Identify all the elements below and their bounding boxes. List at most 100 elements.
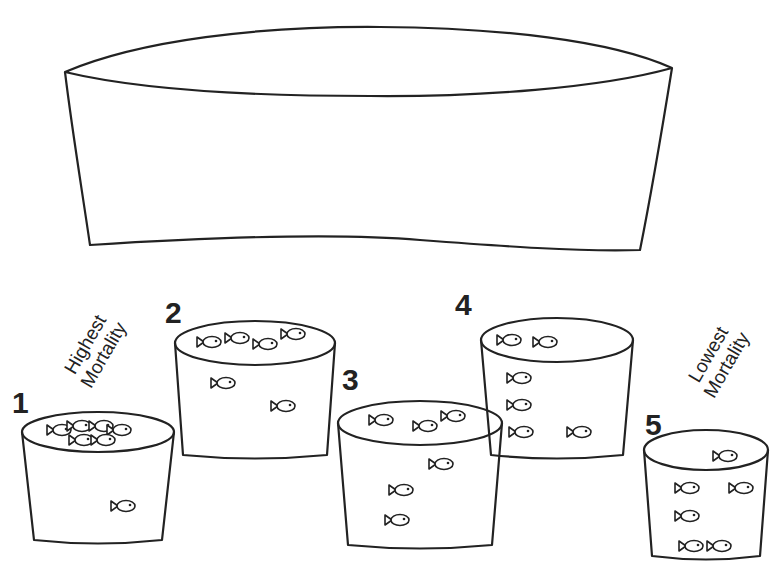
fish <box>713 451 737 462</box>
fish-body <box>419 421 437 432</box>
fish-body <box>719 451 737 462</box>
fish <box>675 483 699 494</box>
fish-body <box>97 435 115 446</box>
fish-body <box>539 337 557 348</box>
tank-rim <box>65 27 672 96</box>
fish-body <box>735 483 753 494</box>
fish-body <box>217 378 235 389</box>
fish-eye <box>515 338 518 341</box>
fish <box>567 427 591 438</box>
fish-eye <box>299 332 302 335</box>
mortality-note: Highest Mortality <box>54 300 136 401</box>
bucket-number: 5 <box>645 410 662 440</box>
fish <box>507 400 531 411</box>
bucket: 2 <box>161 294 339 463</box>
bucket-number: 4 <box>455 290 472 320</box>
fish-eye <box>551 340 554 343</box>
fish <box>507 373 531 384</box>
fish-eye <box>725 544 728 547</box>
fish <box>107 425 131 436</box>
fish <box>679 541 703 552</box>
fish-eye <box>109 438 112 441</box>
fish-body <box>117 501 135 512</box>
fish-body <box>681 511 699 522</box>
fish-eye <box>243 336 246 339</box>
fish-eye <box>387 418 390 421</box>
fish <box>91 435 115 446</box>
bucket-body <box>22 432 174 544</box>
fish-eye <box>459 414 462 417</box>
fish <box>729 483 753 494</box>
fish-eye <box>289 404 292 407</box>
tank-body <box>65 68 672 250</box>
fish <box>675 511 699 522</box>
fish <box>385 515 409 526</box>
bucket-rim <box>644 430 768 470</box>
fish-body <box>435 459 453 470</box>
fish-eye <box>87 438 90 441</box>
fish <box>441 411 465 422</box>
fish-eye <box>403 518 406 521</box>
fish-eye <box>229 381 232 384</box>
fish-eye <box>747 486 750 489</box>
bucket: 3 <box>334 361 506 553</box>
fish <box>509 427 533 438</box>
fish <box>707 541 731 552</box>
fish-body <box>375 415 393 426</box>
bucket-outline <box>451 286 637 463</box>
fish-eye <box>525 376 528 379</box>
fish-eye <box>693 514 696 517</box>
bucket: 1 <box>8 384 178 548</box>
fish-eye <box>125 428 128 431</box>
fish-eye <box>129 504 132 507</box>
fish-body <box>685 541 703 552</box>
bucket-number: 3 <box>342 365 359 395</box>
bucket-rim <box>481 318 633 362</box>
bucket-body <box>644 450 768 560</box>
bucket-body <box>481 340 633 459</box>
fish <box>413 421 437 432</box>
fish-body <box>447 411 465 422</box>
bucket-rim <box>22 412 174 452</box>
fish <box>67 421 91 432</box>
fish-body <box>287 329 305 340</box>
fish-eye <box>731 454 734 457</box>
fish-body <box>513 373 531 384</box>
mortality-note: Lowest Mortality <box>677 310 759 411</box>
fish-eye <box>431 424 434 427</box>
bucket: 4 <box>451 286 637 463</box>
fish <box>389 485 413 496</box>
fish-body <box>513 400 531 411</box>
fish-eye <box>85 424 88 427</box>
fish-body <box>277 401 295 412</box>
fish-body <box>259 339 277 350</box>
fish-eye <box>215 340 218 343</box>
fish-body <box>113 425 131 436</box>
fish-eye <box>527 430 530 433</box>
fish <box>429 459 453 470</box>
fish-eye <box>697 544 700 547</box>
fish <box>225 333 249 344</box>
fish-body <box>203 337 221 348</box>
bucket-outline <box>8 384 178 548</box>
bucket-rim <box>175 321 335 365</box>
fish-body <box>395 485 413 496</box>
fish-eye <box>585 430 588 433</box>
bucket: 5 <box>640 406 772 564</box>
fish <box>111 501 135 512</box>
bucket-rim <box>338 401 502 445</box>
fish <box>271 401 295 412</box>
fish <box>253 339 277 350</box>
fish <box>497 335 521 346</box>
fish-eye <box>693 486 696 489</box>
fish <box>533 337 557 348</box>
fish <box>211 378 235 389</box>
fish-body <box>231 333 249 344</box>
fish-body <box>391 515 409 526</box>
bucket-body <box>175 343 335 459</box>
fish <box>69 435 93 446</box>
fish-eye <box>525 403 528 406</box>
fish-body <box>573 427 591 438</box>
